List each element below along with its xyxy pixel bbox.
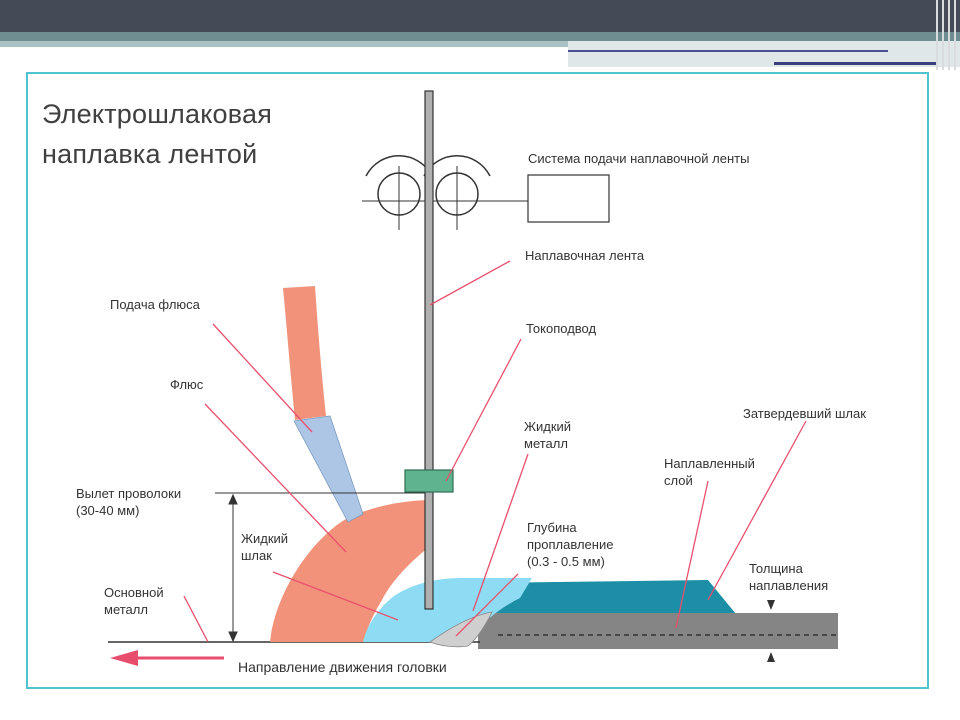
stickout-dimension [215, 492, 425, 643]
solidified-slag [478, 580, 736, 614]
slide-top-bar [0, 0, 960, 32]
slide-stripe [0, 41, 568, 47]
slide-accent-line [568, 50, 888, 52]
label-contact: Токоподвод [526, 321, 597, 336]
label-flux-feed: Подача флюса [110, 297, 200, 312]
slide-stripe [0, 32, 960, 41]
deposited-layer [478, 613, 838, 649]
contact-tip [404, 469, 454, 493]
penetration-zone [429, 611, 493, 648]
feed-rollers [362, 155, 528, 230]
leader-lines [183, 260, 807, 643]
slide-accent-line [774, 62, 938, 65]
label-strip: Наплавочная лента [525, 248, 645, 263]
slide-title: Электрошлаковая наплавка лентой [42, 94, 272, 174]
label-liquid-metal: Жидкий металл [524, 419, 572, 451]
label-feed-system: Система подачи наплавочной ленты [528, 151, 750, 166]
slide-corner-stripes [934, 0, 960, 70]
thickness-arrows [767, 600, 775, 662]
label-flux: Флюс [170, 377, 204, 392]
feed-system-box [527, 174, 610, 223]
label-penetration: Глубина проплавление (0.3 - 0.5 мм) [527, 520, 614, 569]
liquid-metal [363, 578, 532, 642]
strip-electrode [424, 90, 434, 610]
label-stickout: Вылет проволоки (30-40 мм) [76, 486, 182, 518]
content-frame [26, 72, 929, 689]
flux-nozzle [293, 415, 364, 523]
title-line-1: Электрошлаковая [42, 99, 273, 129]
label-direction: Направление движения головки [238, 659, 447, 675]
label-liquid-slag: Жидкий шлак [241, 531, 289, 563]
label-base-metal: Основной металл [104, 585, 164, 617]
flux-feed-pipe [283, 286, 326, 420]
label-thickness: Толщина наплавления [749, 561, 829, 593]
label-solid-slag: Затвердевший шлак [743, 406, 866, 421]
label-deposited-layer: Наплавленный слой [664, 456, 755, 488]
title-line-2: наплавка лентой [42, 139, 258, 169]
liquid-slag [270, 500, 433, 642]
direction-arrow [110, 650, 224, 666]
